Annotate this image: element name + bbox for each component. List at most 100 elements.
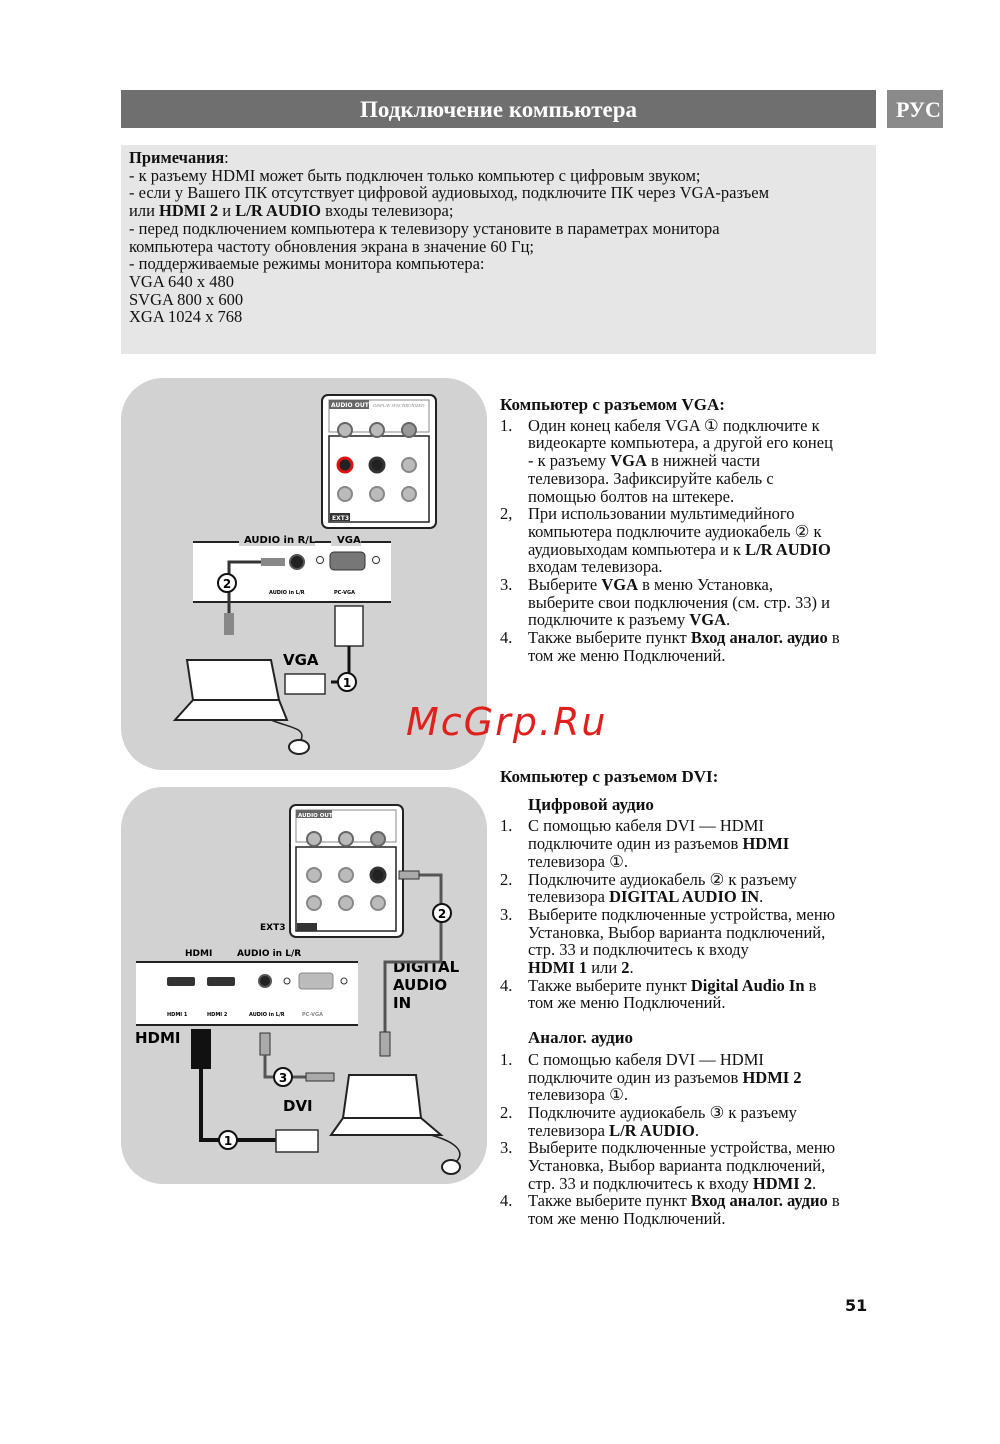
text: или [587,958,622,978]
hdmi-top-label: HDMI [185,949,212,959]
text: С помощью кабеля DVI — HDMI подключите о… [528,816,764,854]
audio-out-label: AUDIO OUT [298,813,333,819]
text: Подключите аудиокабель ② к разъему телев… [528,869,797,907]
text: Выберите подключенные устройства, меню У… [528,1138,836,1193]
step-item: 2.Подключите аудиокабель ② к разъему тел… [500,870,875,907]
step-item: 4. Также выберите пункт Вход аналог. ауди… [500,1192,875,1227]
step-number: 1. [500,415,513,435]
page-title: Подключение компьютера [121,90,876,128]
callout-3-icon: 3 [273,1067,293,1087]
audio-in-l-jack [368,456,386,474]
svg-text:2: 2 [438,907,446,921]
text: . [759,887,764,907]
notes-title: Примечания [129,148,225,167]
dvi-section-title: Компьютер с разъемом DVI: [500,767,719,786]
text: . [726,610,731,630]
svg-text:1: 1 [224,1134,232,1148]
vga-connector-label: VGA [283,651,319,669]
step-text: Выберите VGA в меню Установка, выберите … [528,575,830,629]
digital-audio-cable [379,870,443,1057]
step-number: 4. [500,628,513,648]
text: в меню Установка, выберите свои подключе… [528,575,830,630]
audio-in-r-jack [336,456,354,474]
text: входам телевизора. [528,557,663,577]
digital-audio-steps: 1. С помощью кабеля DVI — HDMI подключите… [500,817,875,1012]
text: телевизора ①. [528,1085,628,1105]
audio-in-rl-label: AUDIO in R/L [244,535,316,546]
analog-audio-cable [259,1032,335,1082]
text: С помощью кабеля DVI — HDMI подключите о… [528,1049,764,1087]
hdmi2-port [207,977,235,986]
text: телевизора ①. [528,851,628,871]
step-text: Один конец кабеля VGA ① подключите к вид… [528,416,833,506]
step-item: 1. С помощью кабеля DVI — HDMI подключите… [500,816,875,871]
callout-1-icon: 1 [218,1130,238,1150]
text: Также выберите пункт [528,975,691,995]
text: входы телевизора; - перед подключением к… [129,201,720,327]
step-text: Также выберите пункт Вход аналог. аудио … [528,628,840,665]
callout-1-icon: 1 [337,672,357,692]
bold-text: VGA [601,575,639,595]
step-item: 3.Выберите VGA в меню Установка, выберит… [500,576,875,629]
step-item: 1. Один конец кабеля VGA ① подключите к в… [500,415,875,506]
text: Выберите [528,575,602,595]
step-text: Подключите аудиокабель ② к разъему телев… [528,870,797,907]
notes-text: - к разъему HDMI может быть подключен то… [129,166,769,327]
svg-text:AUDIO: AUDIO [393,976,447,994]
notes-box: Примечания: - к разъему HDMI может быть … [121,145,876,354]
vga-section-title: Компьютер с разъемом VGA: [500,395,725,414]
text: При использовании мультимедийного компью… [528,504,822,559]
bold-text: L/R AUDIO [609,1120,695,1140]
bold-text: VGA [610,451,647,471]
display-sync-label: DISPLAY SYNCHRONIZED [372,403,425,408]
mouse-icon [288,739,310,755]
step-text: Также выберите пункт Digital Audio In в … [528,976,816,1013]
step-number: 1. [500,816,513,836]
mouse-icon [441,1159,461,1175]
bold-text: HDMI [742,834,790,854]
step-item: 4. Также выберите пункт Вход аналог. ауди… [500,629,875,664]
audio-jack [289,554,305,570]
bold-text: Вход аналог. аудио [690,628,828,648]
text: Один конец кабеля VGA ① подключите к вид… [528,415,833,471]
bold-text: Digital Audio In [690,975,805,995]
ext3-label: EXT3 [332,515,349,522]
strip-pcvga-label: PC-VGA [302,1012,323,1018]
bold-text: DIGITAL AUDIO IN [609,887,760,907]
vga-port-label: VGA [337,535,361,546]
tv-side-strip: HDMI 1 HDMI 2 AUDIO in L/R PC-VGA [136,961,358,1026]
hdmi1-port [167,977,195,986]
laptop-icon [329,1074,461,1175]
text: в том же меню Подключений. [528,1191,840,1229]
bold-text: VGA [689,610,727,630]
audio-in-lr-label: AUDIO in L/R [237,949,301,959]
dvi-instructions: Компьютер с разъемом DVI: Цифровой аудио… [500,768,875,1228]
step-item: 3. Выберите подключенные устройства, меню… [500,906,875,977]
step-number: 4. [500,975,513,995]
watermark: McGrp.Ru [406,700,608,744]
step-text: С помощью кабеля DVI — HDMI подключите о… [528,1049,802,1105]
text: Выберите подключенные устройства, меню У… [528,904,836,960]
step-text: Также выберите пункт Вход аналог. аудио … [528,1191,840,1228]
dvi-connection-diagram: AUDIO OUT EXT3 HDMI AUDIO in L/R [121,787,487,1184]
vga-port [329,551,366,571]
bold-text: 2 [621,958,630,978]
svg-text:1: 1 [343,676,351,690]
text: и [218,201,236,221]
step-item: 1.С помощью кабеля DVI — HDMI подключите… [500,1049,875,1105]
step-text: Выберите подключенные устройства, меню У… [528,905,835,977]
step-item: 2.Подключите аудиокабель ③ к разъему тел… [500,1104,875,1139]
step-number: 2. [500,1102,513,1122]
analog-audio-steps: 1.С помощью кабеля DVI — HDMI подключите… [500,1051,875,1228]
tv-jack-panel: AUDIO OUT DISPLAY SYNCHRONIZED EXT3 [321,394,437,529]
strip-audio-label: AUDIO in L/R [249,1012,285,1018]
text: в том же меню Подключений. [528,975,817,1013]
svg-text:2: 2 [223,577,231,591]
step-number: 3. [500,904,513,924]
text: . [694,1120,699,1140]
step-number: 4. [500,1191,513,1211]
vga-cable [284,605,364,695]
step-number: 2, [500,504,513,524]
analog-audio-subtitle: Аналог. аудио [528,1028,634,1048]
